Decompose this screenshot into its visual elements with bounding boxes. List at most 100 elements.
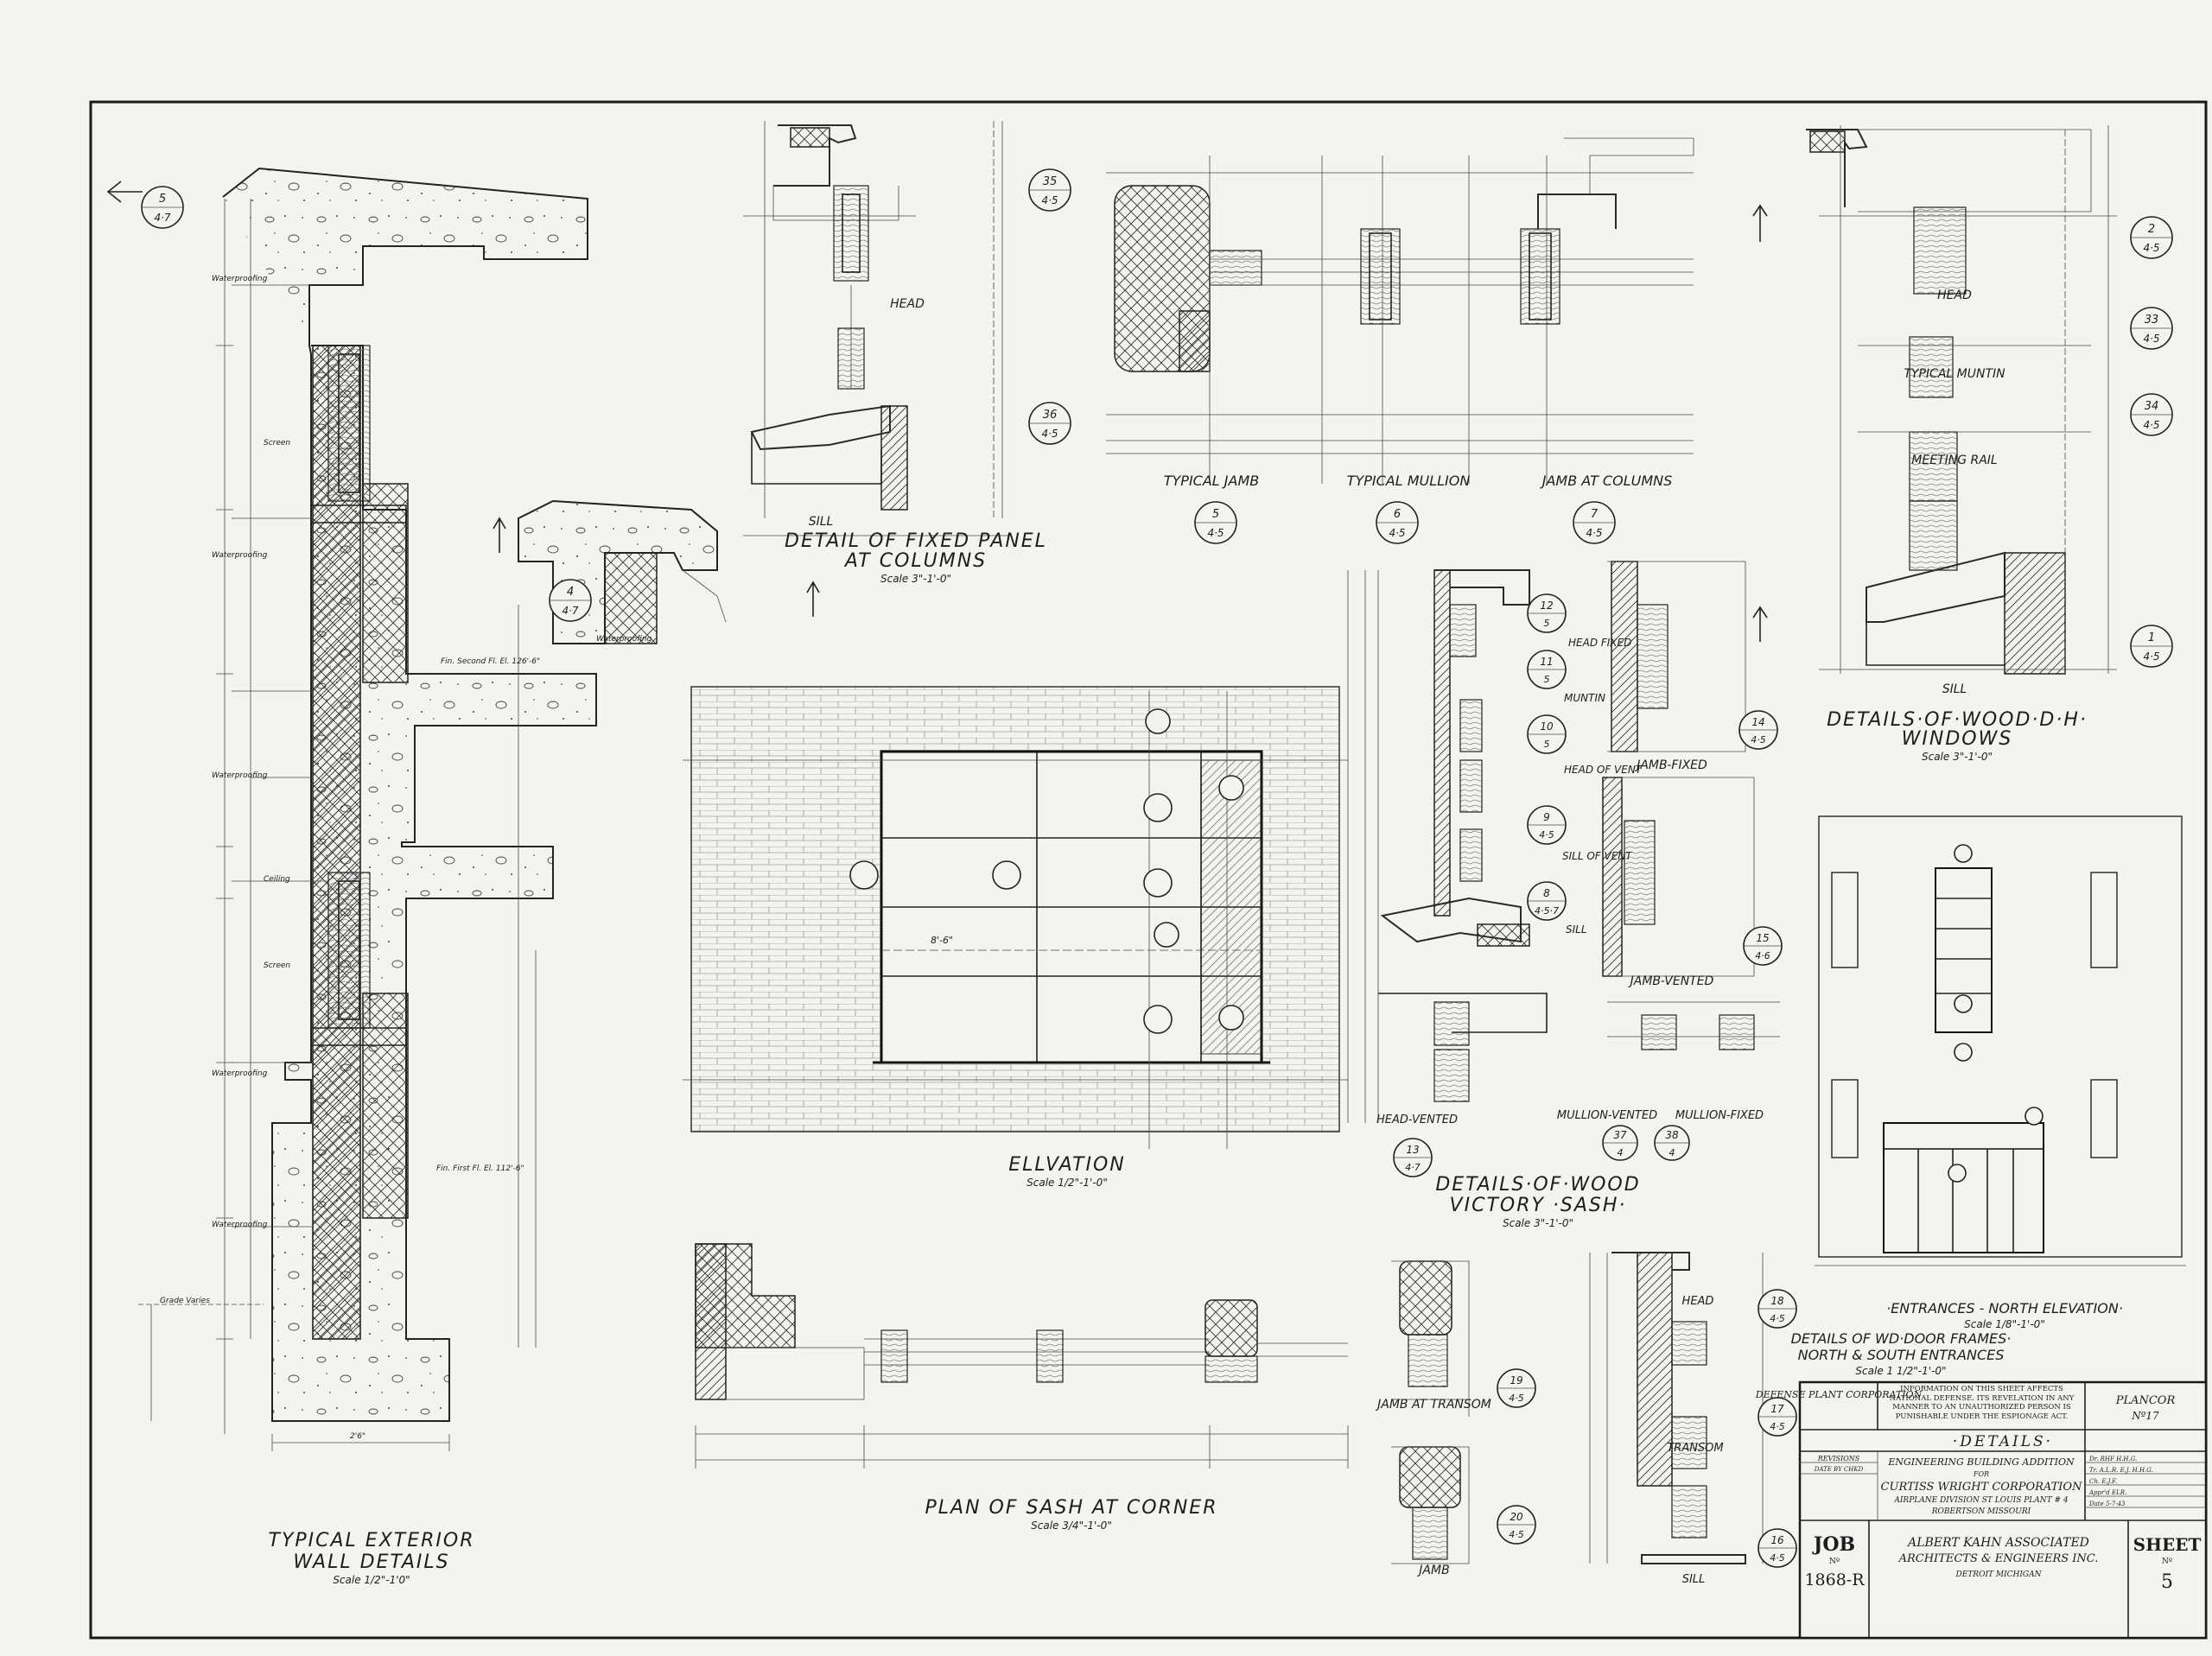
plancor-label: PLANCOR <box>2115 1394 2176 1407</box>
callout-6-4-5: 6 4·5 <box>1376 501 1419 544</box>
fin-second-floor-label: Fin. Second Fl. El. 126'-6" <box>441 657 540 666</box>
fixed-panel-title: DETAIL OF FIXED PANEL <box>785 530 1047 552</box>
victory-title-2: VICTORY ·SASH· <box>1450 1195 1627 1216</box>
typical-mullion-label: TYPICAL MULLION <box>1347 473 1471 489</box>
for-label: FOR <box>1973 1470 1989 1478</box>
elevation-callouts <box>849 708 1244 1034</box>
door-sill-label: SILL <box>1682 1573 1706 1586</box>
owner-name: DEFENSE PLANT CORPORATION <box>1755 1389 1923 1400</box>
jamb-at-columns-label: JAMB AT COLUMNS <box>1540 473 1673 489</box>
dh-title: DETAILS·OF·WOOD·D·H· <box>1827 709 2088 731</box>
wall-detail-title-2: WALL DETAILS <box>293 1551 449 1573</box>
svg-text:5: 5 <box>1544 674 1550 685</box>
fixed-panel-detail: 35 4·5 36 4·5 HEAD SILL DETAIL OF FIXED … <box>743 121 1071 585</box>
svg-text:4·5: 4·5 <box>1586 527 1602 539</box>
fixed-panel-head-label: HEAD <box>890 297 925 311</box>
svg-text:34: 34 <box>2145 400 2159 413</box>
svg-text:10: 10 <box>1540 720 1554 733</box>
jamb-fixed-callout: 14 4·5 <box>1738 710 1778 750</box>
svg-text:4·5·7: 4·5·7 <box>1535 905 1559 917</box>
jamb-vented-label: JAMB-VENTED <box>1628 974 1714 988</box>
victory-callout-37: 37 4 <box>1602 1125 1638 1161</box>
architect-name-2: ARCHITECTS & ENGINEERS INC. <box>1898 1552 2099 1565</box>
mullion-fixed-label: MULLION-FIXED <box>1675 1109 1764 1122</box>
callout-4-4-7: 4 4·7 <box>549 579 592 622</box>
client-division: AIRPLANE DIVISION ST LOUIS PLANT # 4 <box>1893 1496 2069 1505</box>
svg-text:4·5: 4·5 <box>1770 1313 1785 1324</box>
svg-text:11: 11 <box>1540 656 1553 668</box>
meta-date: Date 5-7-43 <box>2088 1501 2126 1507</box>
svg-text:12: 12 <box>1540 600 1553 612</box>
svg-text:SILL: SILL <box>1566 923 1587 936</box>
svg-text:16: 16 <box>1770 1534 1784 1546</box>
svg-text:20: 20 <box>1510 1511 1523 1523</box>
svg-text:4·5: 4·5 <box>1770 1552 1785 1564</box>
sheet-border <box>89 100 2208 1640</box>
svg-text:4·5: 4·5 <box>1509 1393 1524 1404</box>
callout-1-4-5: 1 4·5 <box>2130 625 2173 668</box>
door-frames-scale: Scale 1 1/2"-1'-0" <box>1855 1365 1946 1377</box>
svg-text:4·5: 4·5 <box>2143 333 2159 345</box>
svg-text:15: 15 <box>1756 932 1769 944</box>
svg-text:18: 18 <box>1770 1295 1784 1307</box>
waterproofing-label-4: Waterproofing <box>212 1069 268 1078</box>
dh-muntin-label: TYPICAL MUNTIN <box>1904 367 2005 381</box>
callout-5-4-7: 5 4·7 <box>141 186 184 229</box>
svg-text:4·6: 4·6 <box>1755 950 1770 961</box>
svg-text:4·5: 4·5 <box>1770 1421 1785 1432</box>
transom-jamb-details: JAMB AT TRANSOM JAMB 19 4·5 20 4·5 <box>1375 1260 1536 1577</box>
espionage-notice: INFORMATION ON THIS SHEET AFFECTS NATION… <box>1889 1385 2075 1421</box>
callout-20-4-5: 20 4·5 <box>1497 1505 1536 1545</box>
waterproofing-label-2: Waterproofing <box>212 551 268 560</box>
meta-checked: Ch. E.J.F. <box>2089 1478 2117 1485</box>
meta-drawn: Dr. RHF H.H.G. <box>2088 1456 2137 1462</box>
svg-text:4·5: 4·5 <box>2143 650 2159 663</box>
drawing-title: ·DETAILS· <box>1953 1433 2053 1450</box>
dh-sill-label: SILL <box>1942 682 1967 696</box>
victory-callout-8: 8 4·5·7 SILL <box>1527 881 1587 936</box>
head-vented-label: HEAD-VENTED <box>1376 1114 1458 1126</box>
elevation-dim: 8'-6" <box>931 935 953 946</box>
fixed-panel-sill-label: SILL <box>809 515 834 529</box>
entrances-title: ·ENTRANCES - NORTH ELEVATION· <box>1886 1300 2123 1317</box>
svg-text:4·5: 4·5 <box>1041 194 1058 206</box>
svg-text:4·5: 4·5 <box>1539 829 1554 841</box>
svg-text:7: 7 <box>1591 508 1599 521</box>
entrances-north-elevation: ·ENTRANCES - NORTH ELEVATION· Scale 1/8"… <box>1791 815 2186 1377</box>
svg-text:14: 14 <box>1751 716 1764 728</box>
svg-text:6: 6 <box>1394 508 1401 521</box>
waterproofing-label-3: Waterproofing <box>212 771 268 780</box>
victory-callout-11: 11 5 MUNTIN <box>1527 650 1605 704</box>
svg-text:4·5: 4·5 <box>1207 527 1224 539</box>
client-name: CURTISS WRIGHT CORPORATION <box>1881 1481 2083 1494</box>
mullion-vented-label: MULLION-VENTED <box>1557 1109 1657 1122</box>
door-frames-title: DETAILS OF WD·DOOR FRAMES· <box>1791 1330 2012 1347</box>
svg-text:4·5: 4·5 <box>1041 428 1058 440</box>
callout-7-4-5: 7 4·5 <box>1573 501 1616 544</box>
meta-traced: Tr. A.L.R. E.J. H.H.G. <box>2089 1467 2153 1474</box>
victory-scale: Scale 3"-1'-0" <box>1503 1217 1573 1229</box>
footing-width-dim: 2'6" <box>350 1432 365 1441</box>
callout-5-4-5: 5 4·5 <box>1194 501 1237 544</box>
client-location: ROBERTSON MISSOURI <box>1931 1507 2031 1516</box>
svg-text:1: 1 <box>2148 631 2155 644</box>
callout-2-4-5: 2 4·5 <box>2130 216 2173 259</box>
waterproofing-label-6: Waterproofing <box>596 635 652 644</box>
wood-dh-details: 2 4·5 33 4·5 34 4·5 1 4·5 HEAD TYPICAL M… <box>1752 125 2173 763</box>
revisions-label: REVISIONS <box>1817 1455 1860 1462</box>
svg-text:4·5: 4·5 <box>1751 734 1766 746</box>
callout-33-4-5: 33 4·5 <box>2130 307 2173 350</box>
dh-head-label: HEAD <box>1937 289 1972 302</box>
grade-label: Grade Varies <box>160 1297 210 1305</box>
typical-wall-detail: Waterproofing Waterproofing Waterproofin… <box>106 167 597 1586</box>
screen-label-2: Screen <box>264 961 290 970</box>
coping-detail: 4 4·7 Waterproofing <box>493 499 820 644</box>
job-number: 1868-R <box>1804 1570 1865 1589</box>
svg-text:9: 9 <box>1543 811 1550 823</box>
svg-text:2: 2 <box>2148 223 2155 236</box>
plan-corner-title: PLAN OF SASH AT CORNER <box>925 1497 1218 1519</box>
svg-text:8: 8 <box>1543 887 1550 899</box>
door-frames-title-2: NORTH & SOUTH ENTRANCES <box>1798 1347 2005 1363</box>
